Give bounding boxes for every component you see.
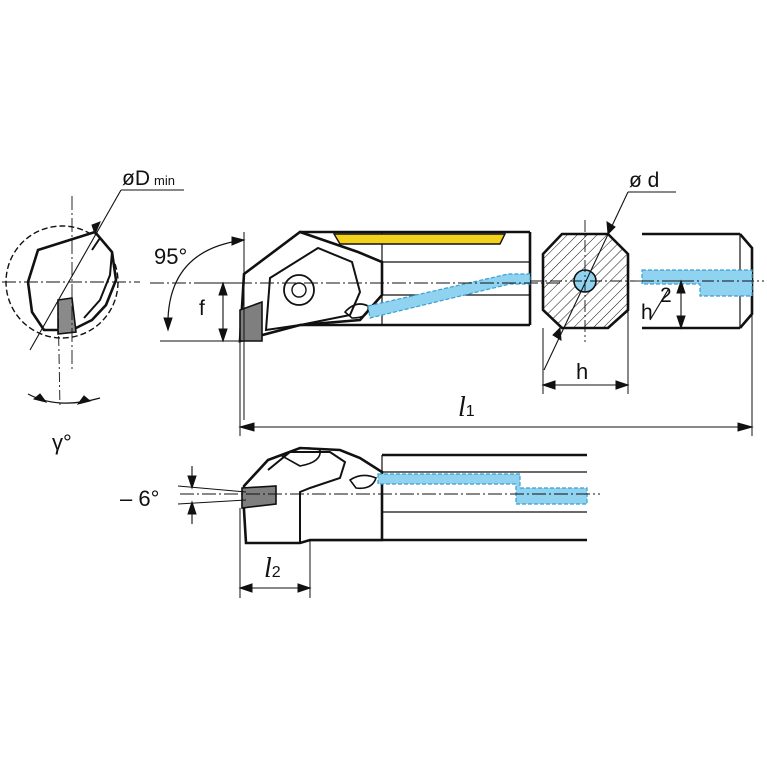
h-arrow-left: [541, 380, 556, 390]
screw-outer: [283, 274, 315, 306]
l1-label-main: l: [458, 392, 466, 423]
l1-label: l1: [458, 394, 475, 422]
insert-top: [239, 300, 263, 342]
d-label: ø d: [629, 169, 660, 192]
angle95-arc: [167, 239, 245, 331]
l1-dimension: [238, 314, 754, 436]
f-label: f: [199, 297, 205, 320]
end-view-head-detail: [83, 236, 114, 319]
hhalf-label-den: 2: [660, 284, 672, 307]
shank-end-coolant: [641, 269, 753, 297]
minus6-label: – 6°: [120, 486, 160, 511]
end-view-left: [2, 189, 184, 409]
angle-95-label: 95°: [154, 244, 188, 269]
end-view-insert: [57, 297, 77, 335]
dmin-leader: [29, 189, 122, 351]
hhalf-arrow-top: [676, 279, 686, 294]
minus6-ref-2: [177, 499, 247, 505]
end-view-gamma-ref: [57, 299, 61, 409]
h-arrow-right: [615, 380, 630, 390]
angle95-arrow-bottom: [163, 317, 173, 332]
dmin-label-main: øD: [122, 167, 150, 190]
l2-label: l2: [264, 555, 281, 583]
side-view-bottom: [177, 446, 600, 598]
minus6-ref-1: [177, 485, 247, 493]
dmin-label-sub: min: [154, 173, 175, 188]
coolant-channel-top: [367, 273, 531, 319]
dmin-label: øD min: [122, 168, 175, 189]
head-pocket: [264, 246, 362, 332]
coolant-channel-bottom: [377, 473, 588, 505]
gamma-arrow-right: [76, 395, 92, 405]
minus6-arrow-bottom: [187, 500, 197, 515]
lower-head-detail: [267, 451, 347, 543]
hhalf-arrow-bottom: [676, 315, 686, 330]
l2-arrow-right: [297, 583, 312, 593]
minus6-arrow-top: [187, 475, 197, 490]
l1-arrow-right: [737, 422, 754, 432]
lower-insert: [241, 485, 277, 509]
lower-clamp: [280, 447, 321, 467]
l2-arrow-left: [238, 583, 253, 593]
gamma-arrow-left: [32, 393, 48, 403]
cross-section: [530, 191, 676, 394]
lower-coolant-hole: [348, 474, 377, 490]
d-arrow-lower: [552, 326, 562, 341]
dmin-arrow: [91, 221, 101, 236]
side-view-top: [150, 230, 560, 420]
l1-arrow-left: [238, 422, 255, 432]
h-label: h: [576, 359, 589, 384]
f-arrow-top: [218, 281, 228, 296]
hhalf-fraction-slash: [649, 289, 669, 321]
gamma-label: γ°: [52, 430, 72, 455]
angle95-arrow-top: [231, 236, 246, 246]
hhalf-label-num: h: [641, 301, 653, 324]
l2-label-sub: 2: [271, 564, 281, 581]
gamma-arc: [27, 393, 101, 404]
clamp-yellow: [332, 233, 507, 245]
f-arrow-bottom: [218, 328, 228, 343]
l1-label-sub: 1: [465, 403, 475, 420]
shank-end-right: [641, 232, 764, 330]
l2-label-main: l: [264, 553, 272, 584]
d-arrow: [606, 221, 616, 236]
d-leader: [543, 191, 629, 371]
